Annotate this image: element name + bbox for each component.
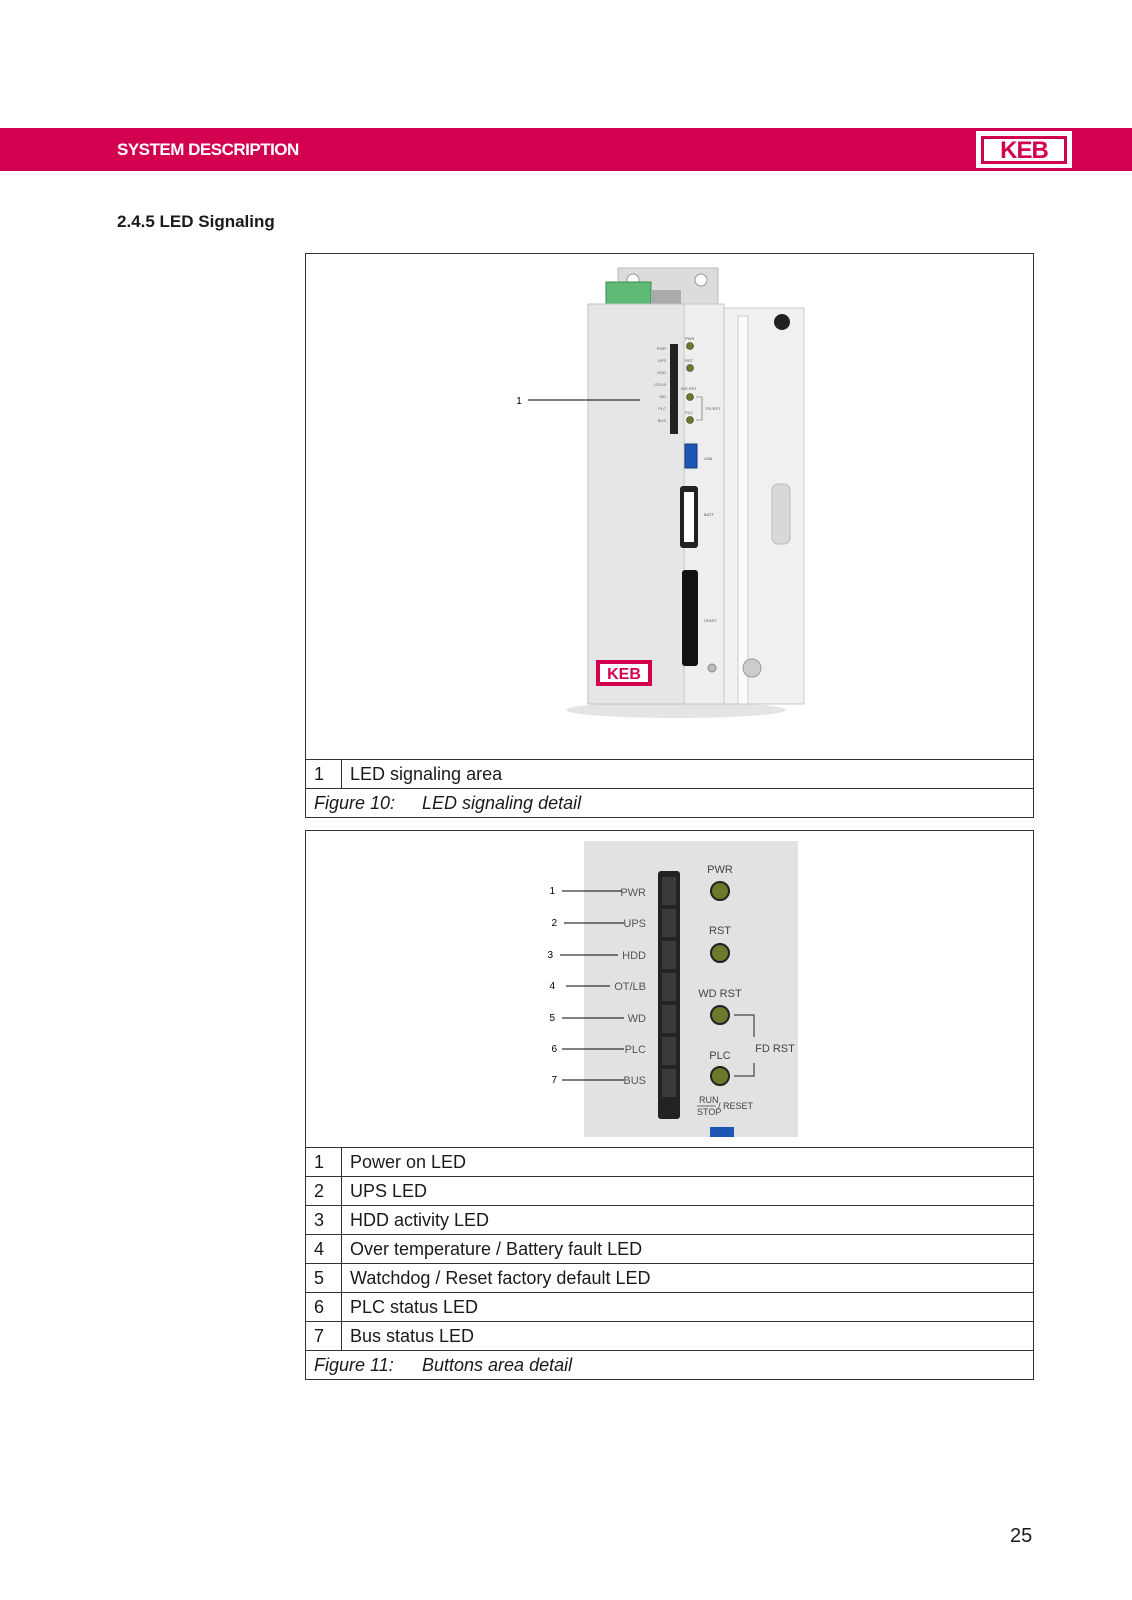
table-row: 3 HDD activity LED (306, 1206, 1033, 1235)
callout-7: 7 (551, 1075, 557, 1086)
svg-text:UPS: UPS (658, 358, 667, 363)
table-row: 1 LED signaling area (306, 760, 1033, 789)
table-row: 4 Over temperature / Battery fault LED (306, 1235, 1033, 1264)
svg-text:WD RST: WD RST (681, 386, 697, 391)
svg-text:RST: RST (709, 925, 731, 937)
svg-text:/ RESET: / RESET (718, 1101, 754, 1111)
svg-text:OT/LB: OT/LB (654, 382, 666, 387)
svg-text:RUN: RUN (699, 1095, 719, 1105)
svg-text:USB: USB (704, 456, 713, 461)
device-illustration: PWR UPS HDD OT/LB WD PLC BUS PWR RST WD … (516, 267, 805, 718)
keb-logo: KEB (976, 131, 1072, 168)
svg-text:KEB: KEB (1000, 139, 1048, 161)
figure-11: PWR UPS HDD OT/LB WD PLC BUS 1 2 (305, 830, 1034, 1380)
svg-text:RST: RST (685, 358, 694, 363)
svg-text:CFAST: CFAST (704, 618, 717, 623)
table-row: 7 Bus status LED (306, 1322, 1033, 1351)
figure-10: PWR UPS HDD OT/LB WD PLC BUS PWR RST WD … (305, 253, 1034, 818)
svg-text:PWR: PWR (685, 336, 694, 341)
figure-11-image: PWR UPS HDD OT/LB WD PLC BUS 1 2 (306, 831, 1033, 1148)
svg-text:WD RST: WD RST (698, 988, 742, 1000)
svg-text:BATT: BATT (704, 512, 714, 517)
svg-text:HDD: HDD (622, 950, 646, 962)
figure-10-image: PWR UPS HDD OT/LB WD PLC BUS PWR RST WD … (306, 254, 1033, 760)
header-band: SYSTEM DESCRIPTION KEB (0, 128, 1132, 171)
svg-text:PLC: PLC (658, 406, 666, 411)
svg-text:WD: WD (628, 1013, 646, 1025)
keb-logo-mark: KEB (1000, 139, 1049, 161)
svg-text:HDD: HDD (657, 370, 666, 375)
table-row: 1 Power on LED (306, 1148, 1033, 1177)
svg-text:FD RST: FD RST (755, 1043, 795, 1055)
svg-text:PLC: PLC (625, 1044, 646, 1056)
figure-caption: Figure 10: LED signaling detail (314, 792, 582, 813)
table-row: 2 UPS LED (306, 1177, 1033, 1206)
svg-text:PWR: PWR (657, 346, 666, 351)
svg-text:BUS: BUS (658, 418, 667, 423)
table-row: 5 Watchdog / Reset factory default LED (306, 1264, 1033, 1293)
callout-3: 3 (547, 950, 553, 961)
figure-caption: Figure 11: Buttons area detail (314, 1354, 573, 1375)
svg-text:BUS: BUS (623, 1075, 646, 1087)
callout-1: 1 (549, 886, 555, 897)
callout-5: 5 (549, 1013, 555, 1024)
header-tail (1082, 128, 1132, 171)
callout-1: 1 (516, 396, 522, 407)
svg-text:PWR: PWR (707, 864, 733, 876)
callout-4: 4 (549, 981, 555, 992)
led-panel-closeup: PWR UPS HDD OT/LB WD PLC BUS 1 2 (547, 841, 798, 1137)
svg-text:STOP: STOP (697, 1107, 721, 1117)
svg-text:PLC: PLC (685, 410, 693, 415)
svg-text:UPS: UPS (623, 918, 646, 930)
callout-6: 6 (551, 1044, 557, 1055)
svg-text:PLC: PLC (709, 1050, 730, 1062)
svg-text:WD: WD (659, 394, 666, 399)
callout-2: 2 (551, 918, 557, 929)
svg-text:OT/LB: OT/LB (614, 981, 646, 993)
table-row: 6 PLC status LED (306, 1293, 1033, 1322)
svg-text:KEB: KEB (607, 666, 641, 683)
section-title: 2.4.5 LED Signaling (117, 212, 275, 231)
svg-text:PWR: PWR (620, 887, 646, 899)
header-title: SYSTEM DESCRIPTION (117, 140, 299, 159)
svg-text:FD RST: FD RST (706, 406, 721, 411)
page-number: 25 (1010, 1525, 1033, 1547)
